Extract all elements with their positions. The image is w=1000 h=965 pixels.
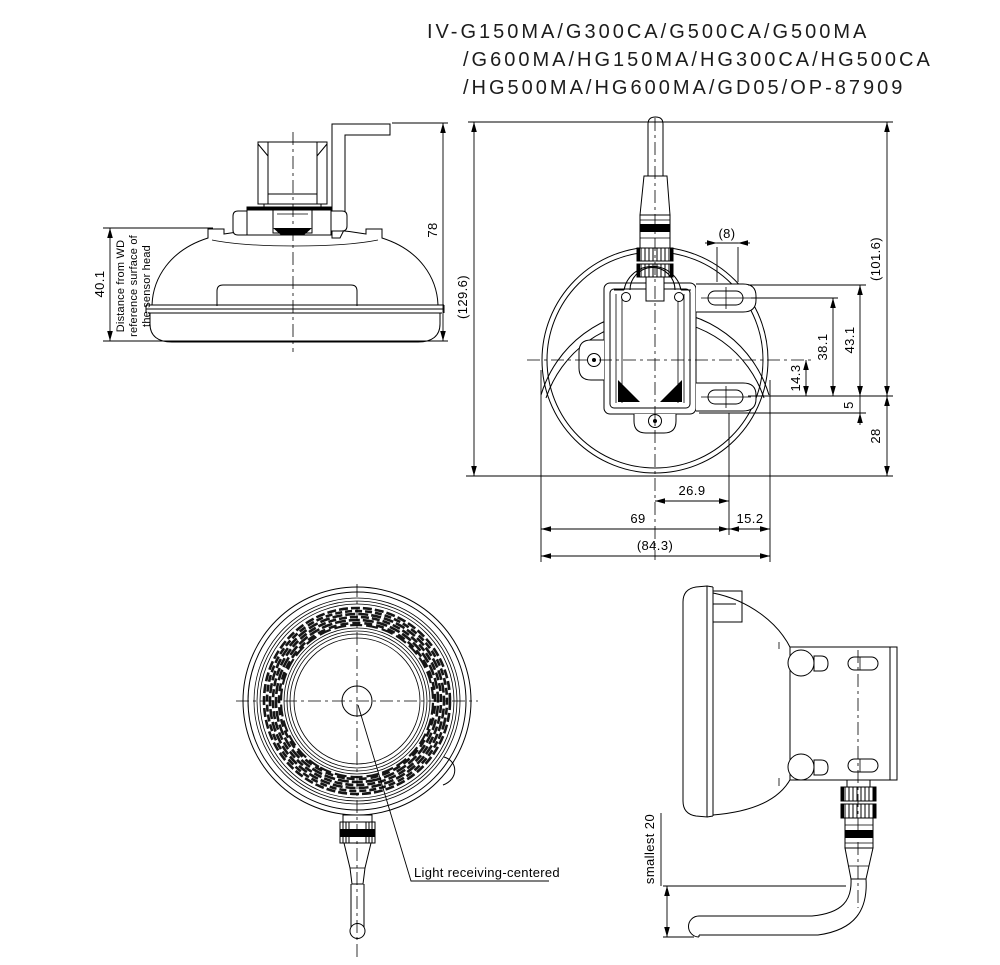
wd-note-line3: the sensor head xyxy=(141,245,153,327)
dimension-101-6: (101.6) xyxy=(868,122,890,396)
view-rear: (8) (129.6) (101.6) 43.1 38.1 14.3 5 xyxy=(455,116,893,562)
right-ear-upper-cross xyxy=(701,287,751,309)
dimension-5: 5 xyxy=(841,384,863,425)
connector-band-side xyxy=(845,830,873,838)
cable-tube xyxy=(350,884,365,929)
connector-block-detail xyxy=(257,142,328,208)
bracket-screw-left xyxy=(621,292,631,302)
dim-38-1-value: 38.1 xyxy=(815,334,830,361)
dim-129-6-value: (129.6) xyxy=(455,275,470,319)
dim-8-value: (8) xyxy=(718,226,735,241)
bolt-upper xyxy=(813,655,829,672)
knurl-band-2 xyxy=(840,803,877,819)
dimension-8: (8) xyxy=(705,226,750,282)
dim-43-1-value: 43.1 xyxy=(842,327,857,354)
knurl-band-1 xyxy=(840,786,877,802)
bracket-corner-left xyxy=(618,380,640,402)
dome-bottom-cap xyxy=(149,313,441,343)
dim-40-1-value: 40.1 xyxy=(92,271,107,298)
flange-ear-left xyxy=(232,210,250,236)
view-front: Light receiving-centered xyxy=(236,584,560,957)
connector-taper xyxy=(343,842,372,885)
connector-knurl-upper xyxy=(636,247,674,262)
cable-end xyxy=(349,923,366,939)
dimension-69: 69 xyxy=(541,511,729,532)
dim-28-value: 28 xyxy=(868,428,883,443)
connector-taper-side xyxy=(844,847,874,880)
slot-lower-side xyxy=(847,758,879,773)
extension-lines xyxy=(466,121,893,562)
cable-tip xyxy=(647,116,664,177)
dimension-129-6: (129.6) xyxy=(455,122,477,476)
dimension-43-1: 43.1 xyxy=(842,285,863,396)
dim-5-value: 5 xyxy=(841,401,856,409)
boss-lower xyxy=(787,753,815,781)
dimension-78: 78 xyxy=(425,123,446,341)
top-tab-side xyxy=(713,590,743,623)
dim-26-9-value: 26.9 xyxy=(679,483,706,498)
bracket-plate xyxy=(603,282,697,415)
cable-grip-clamp xyxy=(614,265,691,291)
dimension-28: 28 xyxy=(868,396,890,476)
side-lug xyxy=(442,756,456,786)
dimension-bend-radius: smallest 20 xyxy=(642,813,846,938)
light-receiving-label: Light receiving-centered xyxy=(414,865,560,880)
bracket-corner-right xyxy=(660,380,682,402)
dim-bend-value: smallest 20 xyxy=(642,814,657,884)
right-ear-lower-cross xyxy=(701,386,751,408)
title-line-2: /G600MA/HG150MA/HG300CA/HG500CA xyxy=(463,49,933,71)
led-illumination-ring xyxy=(262,606,452,796)
cable-connector-side xyxy=(688,650,877,938)
bottom-tab-screw-dot xyxy=(653,419,657,423)
front-connector xyxy=(339,814,376,939)
dome-window xyxy=(216,284,358,306)
boss-upper xyxy=(787,649,815,677)
dome-rim xyxy=(145,304,445,314)
title-line-1: IV-G150MA/G300CA/G500CA/G500MA xyxy=(427,21,869,43)
dim-15-2-value: 15.2 xyxy=(737,511,764,526)
slot-upper-side xyxy=(847,656,879,671)
dim-101-6-value: (101.6) xyxy=(868,237,883,281)
dimension-38-1: 38.1 xyxy=(815,298,836,396)
cable-end-cap xyxy=(688,915,700,938)
connector-band xyxy=(340,829,375,837)
dim-69-value: 69 xyxy=(630,511,645,526)
light-receiving-annotation: Light receiving-centered xyxy=(357,704,560,882)
bolt-lower xyxy=(813,759,829,776)
flange-seal-band xyxy=(247,207,331,211)
dimension-40-1: 40.1 Distance from WD reference surface … xyxy=(92,122,448,342)
cable-bend xyxy=(699,878,867,936)
dimension-26-9: 26.9 xyxy=(655,483,729,504)
dim-84-3-value: (84.3) xyxy=(637,538,673,553)
connector-band xyxy=(640,224,670,232)
view-side-cable: smallest 20 xyxy=(642,585,898,938)
wd-note-line2: reference surface of xyxy=(128,234,140,337)
dimension-84-3: (84.3) xyxy=(541,538,770,559)
dim-78-value: 78 xyxy=(425,222,440,237)
title-line-3: /HG500MA/HG600MA/GD05/OP-87909 xyxy=(463,77,905,99)
dome-inner-curve xyxy=(211,239,379,247)
wd-note-line1: Distance from WD xyxy=(115,240,127,332)
connector-collar xyxy=(342,814,373,823)
dome-outline xyxy=(151,227,439,306)
drawing-title: IV-G150MA/G300CA/G500CA/G500MA /G600MA/H… xyxy=(427,21,933,99)
view-side-top: 40.1 Distance from WD reference surface … xyxy=(92,122,448,352)
dim-14-3-value: 14.3 xyxy=(788,365,803,392)
dome-profile xyxy=(712,592,792,816)
bracket-screw-right xyxy=(674,292,684,302)
lens-face-lines xyxy=(706,585,714,818)
lens-slab xyxy=(682,585,708,818)
cable-clamp-shadow xyxy=(273,228,312,235)
dimension-14-3: 14.3 xyxy=(788,360,809,396)
dimension-15-2: 15.2 xyxy=(729,511,770,532)
bracket-rails xyxy=(615,294,685,403)
flange-ear-right xyxy=(328,210,348,232)
